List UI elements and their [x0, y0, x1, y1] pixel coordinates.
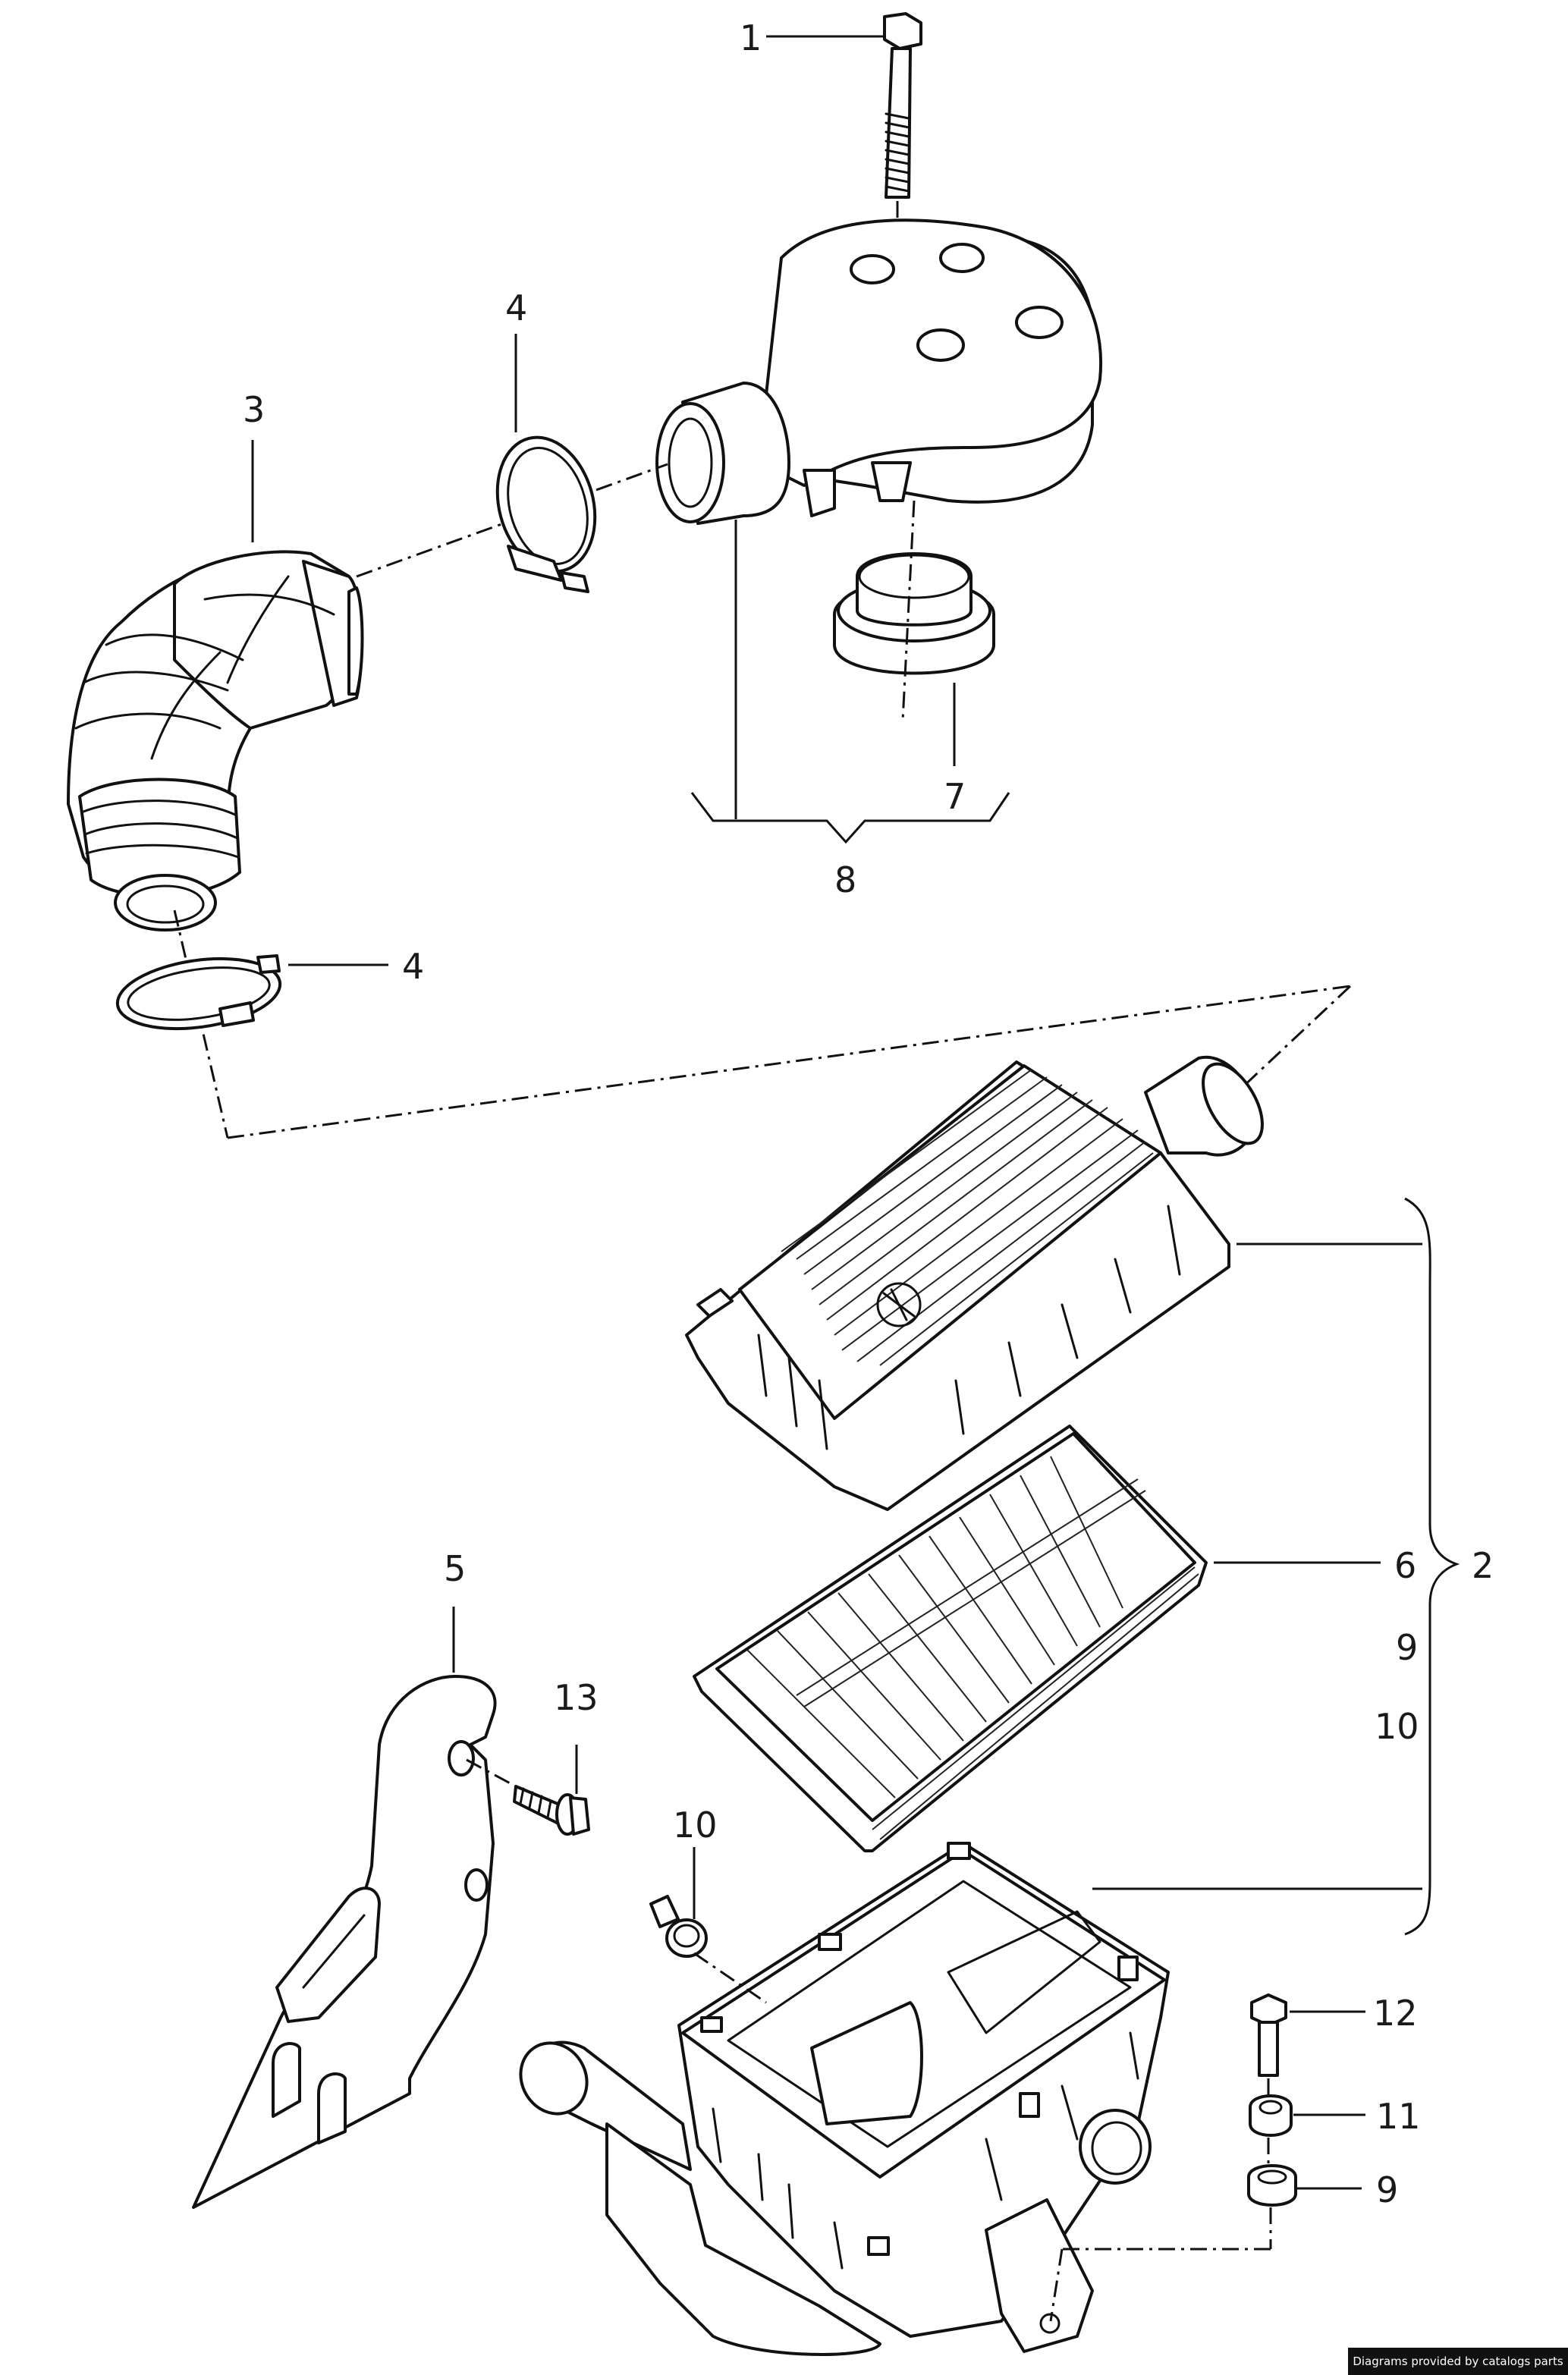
- callout-2: 2: [1472, 1545, 1494, 1586]
- callout-10: 10: [673, 1805, 718, 1846]
- part-8-intake-resonator: [655, 218, 1103, 525]
- callout-4-bottom: 4: [402, 946, 424, 987]
- callout-13: 13: [554, 1677, 599, 1718]
- callout-10-group: 10: [1375, 1706, 1419, 1747]
- part-1-bolt: [883, 12, 922, 199]
- part-2-housing-base: [519, 1842, 1170, 2356]
- part-7-grommet: [833, 552, 995, 675]
- callout-12: 12: [1373, 1993, 1418, 2034]
- callout-9-group: 9: [1396, 1627, 1418, 1668]
- part-9-bushing: [1247, 2164, 1297, 2207]
- callout-6: 6: [1394, 1545, 1416, 1586]
- part-13-screw: [513, 1785, 590, 1836]
- part-10-grommet: [649, 1895, 708, 1958]
- callout-3: 3: [243, 389, 265, 430]
- callout-7: 7: [944, 776, 966, 817]
- callout-11: 11: [1376, 2096, 1421, 2137]
- part-4-clamp-top: [495, 435, 597, 593]
- callout-labels: 1 4 3 7 8 4 6 2 9 10 5 13 10 12 11 9: [243, 17, 1494, 2210]
- leader-lines: [251, 35, 1460, 2190]
- callout-5: 5: [444, 1548, 466, 1589]
- part-11-washer: [1249, 2094, 1293, 2137]
- part-5-heat-shield: [192, 1675, 497, 2209]
- callout-9: 9: [1376, 2169, 1398, 2210]
- part-2-housing-lid: [685, 1055, 1264, 1511]
- credit-footer: Diagrams provided by catalogs parts: [1348, 2348, 1568, 2375]
- callout-8: 8: [834, 859, 856, 900]
- part-4-clamp-bottom: [115, 954, 282, 1031]
- part-12-bolt: [1250, 1993, 1287, 2077]
- part-6-air-filter-element: [693, 1425, 1208, 1852]
- callout-1: 1: [740, 17, 762, 58]
- callout-4-top: 4: [505, 287, 527, 328]
- part-3-intake-hose: [67, 550, 364, 931]
